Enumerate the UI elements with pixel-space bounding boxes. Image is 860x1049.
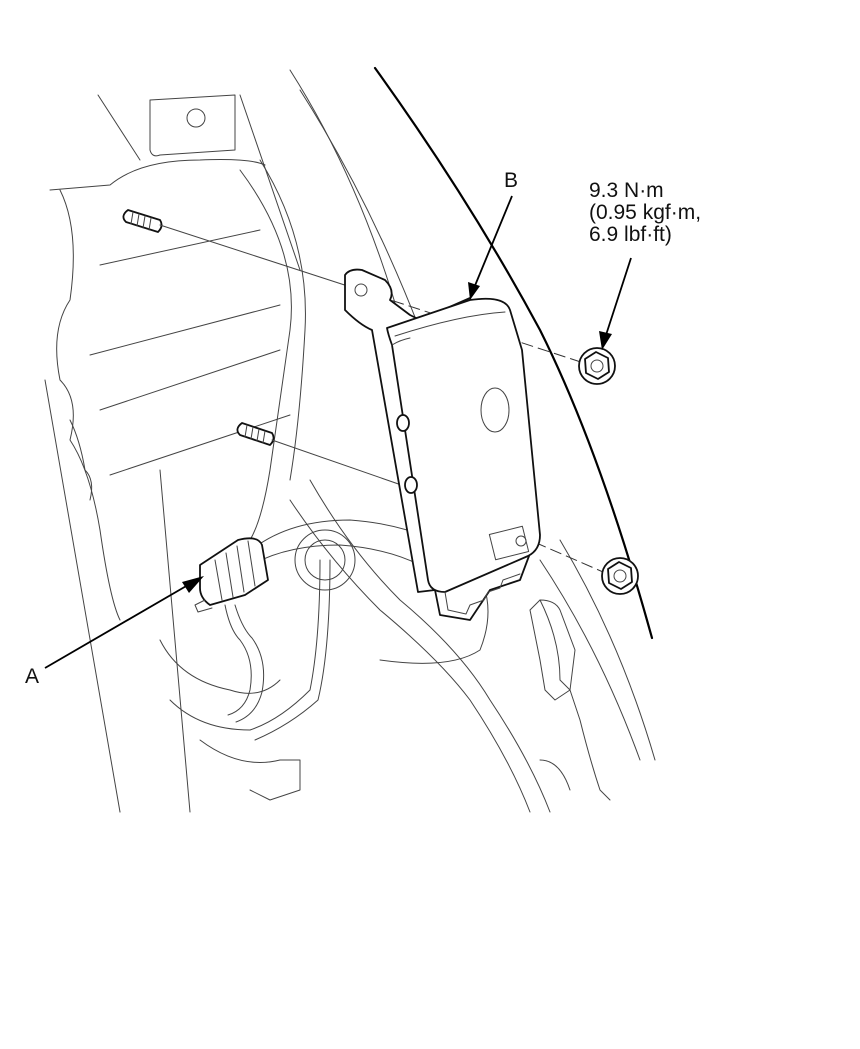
upper-alignment-line: [159, 224, 361, 291]
torque-spec: 9.3 N·m (0.95 kgf·m, 6.9 lbf·ft): [589, 180, 701, 246]
torque-spec-lbf: 6.9 lbf·ft): [589, 223, 672, 246]
upper-stud: [122, 209, 163, 233]
lower-flange-nut: [601, 557, 639, 595]
callout-a-leader: [44, 576, 204, 669]
torque-leader: [599, 257, 632, 350]
body-panel-outline: [44, 69, 656, 813]
bracket-upper-hole: [354, 283, 368, 297]
door-edge-line: [373, 66, 654, 640]
upper-flange-nut: [578, 347, 616, 385]
callout-label-b: B: [504, 169, 519, 192]
callout-b-leader: [468, 195, 513, 300]
control-unit: [386, 297, 541, 615]
torque-spec-kgf: (0.95 kgf·m,: [589, 201, 702, 224]
lower-alignment-line: [271, 439, 411, 489]
connector: [194, 537, 269, 723]
lower-stud: [236, 422, 275, 446]
torque-spec-metric: 9.3 N·m: [589, 179, 664, 202]
unit-round-feature: [480, 387, 510, 433]
callout-label-a: A: [25, 665, 40, 688]
